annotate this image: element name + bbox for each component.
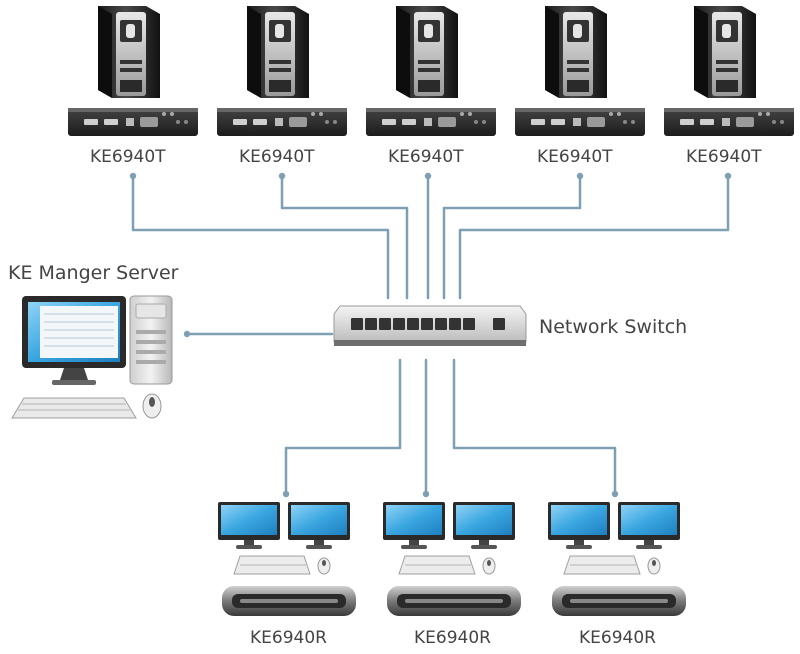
receiver-3 [548,502,686,616]
transmitter-4 [515,6,645,136]
receiver-box-icon [387,586,521,616]
keyboard-icon [563,555,641,575]
transmitter-box-icon [366,108,496,136]
link-switch-rx3 [452,358,617,496]
transmitter-1 [68,6,198,136]
connection-dots [129,172,732,498]
link-tx1-switch [131,174,390,300]
monitor-icon [22,296,126,385]
mouse-icon [482,557,496,575]
network-switch-icon [333,305,527,346]
receiver-box-icon [552,586,686,616]
transmitter-label: KE6940T [537,147,613,167]
transmitter-box-icon [217,108,347,136]
transmitter-3 [366,6,496,136]
connection-lines [131,174,730,496]
server-tower-icon [129,295,173,385]
link-switch-rx1 [284,358,402,496]
dual-monitor-icon [548,502,680,549]
transmitter-2 [217,6,347,136]
mouse-icon [317,557,331,575]
mouse-icon [647,557,661,575]
receiver-label: KE6940R [579,628,656,648]
link-tx2-switch [280,174,409,300]
link-tx5-switch [458,174,730,300]
pc-tower-icon [98,6,160,98]
transmitter-box-icon [515,108,645,136]
keyboard-icon [398,555,476,575]
manager-server [11,295,173,419]
pc-tower-icon [545,6,607,98]
transmitter-label: KE6940T [90,147,166,167]
pc-tower-icon [396,6,458,98]
switch-label: Network Switch [539,316,688,338]
pc-tower-icon [694,6,756,98]
transmitter-label: KE6940T [686,147,762,167]
transmitter-box-icon [664,108,794,136]
dual-monitor-icon [218,502,350,549]
receiver-box-icon [222,586,356,616]
transmitter-box-icon [68,108,198,136]
keyboard-icon [11,397,137,419]
receiver-1 [218,502,356,616]
pc-tower-icon [247,6,309,98]
transmitter-5 [664,6,794,136]
transmitter-label: KE6940T [388,147,464,167]
keyboard-icon [233,555,311,575]
receiver-label: KE6940R [250,628,327,648]
receiver-label: KE6940R [414,628,491,648]
receiver-2 [383,502,521,616]
transmitter-label: KE6940T [239,147,315,167]
link-tx4-switch [442,174,582,300]
dual-monitor-icon [383,502,515,549]
mouse-icon [142,393,162,419]
server-label: KE Manger Server [8,262,179,284]
